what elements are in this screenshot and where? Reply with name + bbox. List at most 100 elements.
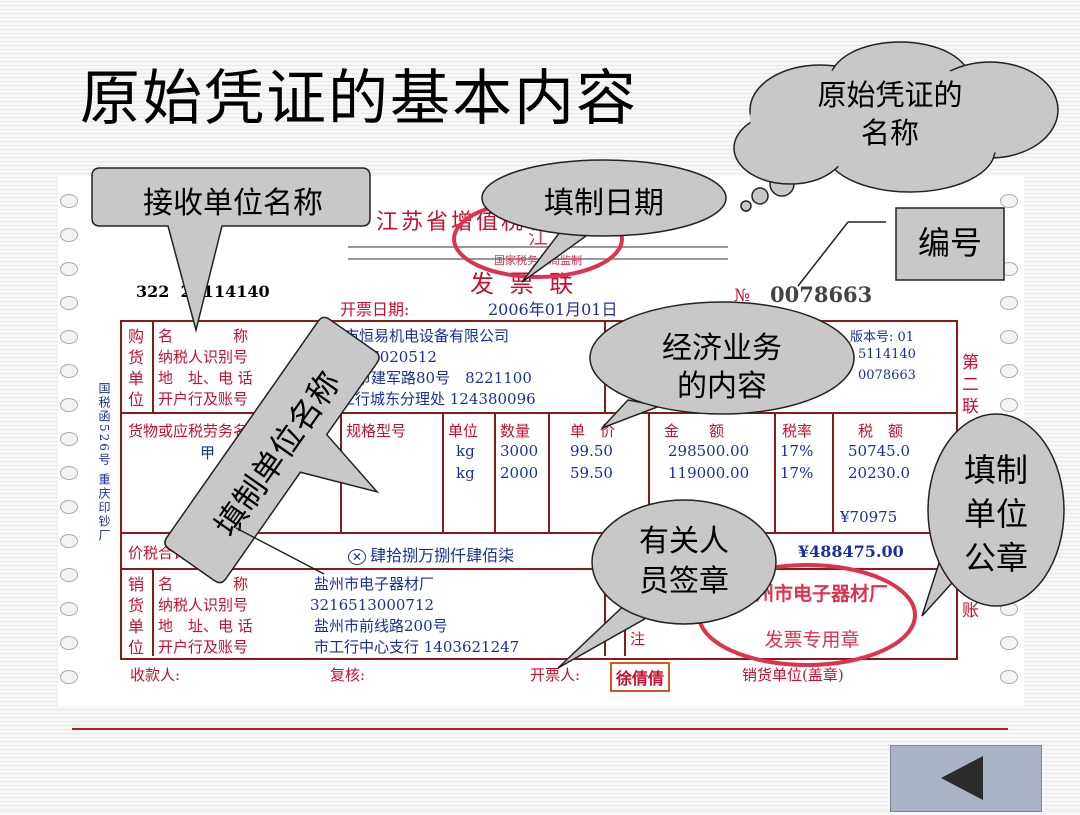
item-unit: kg (456, 464, 475, 482)
punch-hole (1000, 194, 1018, 208)
date-label: 开票日期: (340, 300, 410, 319)
punch-hole (60, 670, 78, 684)
callout-seal-line: 填制 (963, 451, 1028, 489)
item-amount: 298500.00 (668, 442, 750, 460)
item-amount: 119000.00 (668, 464, 750, 482)
punch-hole (1000, 330, 1018, 344)
copy-number-note: 第 二 联 (962, 353, 979, 417)
divider (774, 412, 776, 532)
item-tax: 50745.0 (848, 442, 911, 460)
punch-hole (60, 602, 78, 616)
punch-hole (60, 568, 78, 582)
remark-label: 注 (630, 630, 646, 648)
col-header-tax: 税 额 (858, 422, 904, 440)
stamp-seller-bottom: 发票专用章 (764, 629, 859, 651)
callout-date-text: 填制日期 (544, 186, 664, 221)
callout-content-line: 的内容 (677, 369, 767, 404)
seller-label: 地 址、电 话 (158, 617, 253, 635)
back-button[interactable] (890, 745, 1042, 812)
callout-date-shape (481, 159, 727, 237)
seller-label: 开户行及账号 (158, 638, 249, 656)
invoice-number: 0078663 (770, 282, 873, 307)
callout-seal-text: 填制 单位 公章 (930, 448, 1062, 580)
drawer-label: 开票人: (530, 666, 581, 684)
buyer-label: 纳税人识别号 (158, 348, 249, 366)
seller-stamp-label: 销货单位(盖章) (742, 666, 844, 684)
date-value: 2006年01月01日 (488, 300, 618, 319)
divider (120, 532, 956, 534)
buyer-label: 地 址、电 话 (158, 369, 253, 387)
punch-hole (60, 330, 78, 344)
punch-hole (60, 500, 78, 514)
punch-hole (60, 228, 78, 242)
item-tax: 20230.0 (848, 464, 911, 482)
divider (548, 412, 550, 532)
version-label: 版本号: 01 (850, 330, 915, 345)
item-qty: 3000 (500, 442, 539, 460)
seller-value: 盐州市前线路200号 (314, 617, 448, 635)
seller-value: 市工行中心支行 1403621247 (314, 638, 520, 656)
item-name: 甲 (200, 444, 216, 462)
callout-number-shape (895, 207, 1005, 281)
drawer-signature: 徐倩倩 (610, 662, 671, 692)
punch-hole (1000, 364, 1018, 378)
buyer-value: 海城市恒易机电设备有限公司 (314, 327, 510, 345)
punch-hole (60, 398, 78, 412)
callout-content-text: 经济业务 的内容 (612, 330, 832, 406)
punch-hole (1000, 398, 1018, 412)
divider (442, 412, 444, 532)
punch-hole (60, 432, 78, 446)
punch-hole (1000, 636, 1018, 650)
item-price: 59.50 (570, 464, 613, 482)
divider (152, 568, 154, 656)
seller-value: 3216513000712 (310, 596, 435, 614)
number-prefix: № (734, 286, 751, 306)
tax-total: ¥70975 (840, 508, 898, 526)
col-header-qty: 数量 (500, 422, 531, 440)
col-header-unit: 单位 (448, 422, 479, 440)
punch-hole (1000, 670, 1018, 684)
callout-doc-name-text: 原始凭证的 名称 (780, 76, 1000, 152)
callout-doc-name-line: 名称 (860, 116, 919, 150)
callout-receiver-text: 接收单位名称 (143, 186, 323, 221)
col-header-amount: 金 额 (664, 422, 725, 440)
payee-label: 收款人: (130, 666, 181, 684)
divider (152, 320, 154, 412)
seller-side-label: 销 货 单 位 (128, 575, 145, 657)
punch-hole (60, 296, 78, 310)
title-underline (348, 246, 728, 260)
buyer-side-label: 购 货 单 位 (128, 327, 145, 409)
item-rate: 17% (780, 464, 814, 482)
punch-hole (60, 534, 78, 548)
callout-sign-line: 员签章 (639, 564, 729, 599)
buyer-label: 名 称 (158, 327, 249, 345)
item-qty: 2000 (500, 464, 539, 482)
total-words-text: 肆拾捌万捌仟肆佰柒 (370, 546, 515, 565)
total-words: ✕肆拾捌万捌仟肆佰柒 (348, 542, 514, 566)
version-code: 5114140 (858, 347, 916, 362)
divider (604, 568, 606, 656)
version-number: 0078663 (858, 368, 916, 383)
punch-hole (60, 466, 78, 480)
item-unit: kg (456, 442, 475, 460)
buyer-value: 市建军路80号 8221100 (356, 369, 532, 387)
slide-title: 原始凭证的基本内容 (80, 64, 638, 134)
punch-hole (60, 262, 78, 276)
divider (494, 412, 496, 532)
punch-hole (60, 636, 78, 650)
punch-hole (60, 194, 78, 208)
divider (120, 568, 956, 570)
seller-value: 盐州市电子器材厂 (314, 575, 435, 593)
col-header-spec: 规格型号 (346, 422, 407, 440)
callout-maker-pointer (235, 527, 325, 575)
callout-content-shape (589, 301, 855, 415)
callout-date-pointer (521, 231, 588, 283)
callout-receiver-shape (91, 167, 371, 333)
divider (120, 412, 956, 414)
buyer-label: 开户行及账号 (158, 390, 249, 408)
callout-content-line: 经济业务 (662, 331, 782, 366)
divider (832, 412, 834, 532)
buyer-value: 工行城东分理处 124380096 (340, 390, 536, 408)
punch-hole (1000, 296, 1018, 310)
